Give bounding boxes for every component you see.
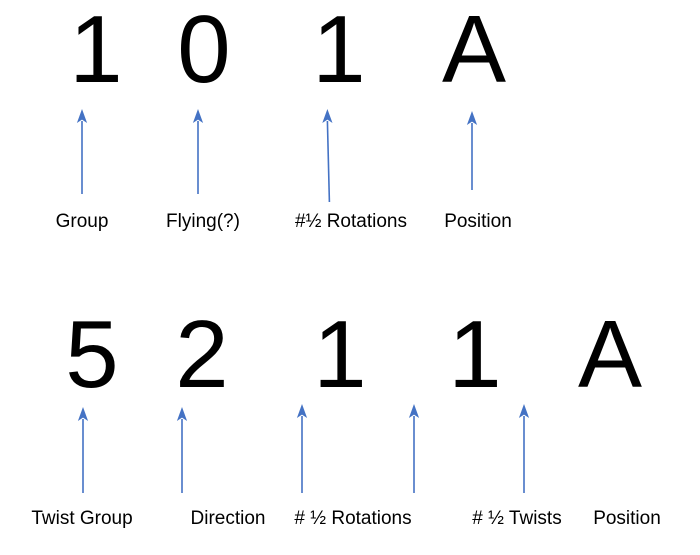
code-char: 1 [313, 301, 367, 408]
code-char: 1 [69, 0, 123, 103]
arrow-up-icon [405, 403, 423, 495]
arrow-up-icon [319, 108, 337, 204]
code-char: 2 [175, 301, 229, 408]
long-code-diagram: 5 2 1 1 A Twist Group Dir [0, 280, 700, 555]
annotation-label: Twist Group [31, 508, 133, 529]
arrow-up-icon [173, 406, 191, 495]
annotation-label: Flying(?) [166, 211, 240, 232]
annotation-label: # ½ Rotations [294, 508, 412, 529]
code-char: 0 [177, 0, 231, 103]
code-char: 1 [312, 0, 366, 103]
annotation-label: Position [444, 211, 512, 232]
arrow-up-icon [293, 403, 311, 495]
short-code-character-row: 1 0 1 A [0, 0, 700, 110]
short-code-diagram: 1 0 1 A Group Flying(?) #½ Rotations Pos… [0, 0, 700, 232]
annotation-label: Group [55, 211, 109, 232]
arrow-up-icon [189, 108, 207, 196]
code-char: 5 [65, 301, 119, 408]
annotation-label: # ½ Twists [472, 508, 562, 529]
annotation-label: Position [593, 508, 661, 529]
arrow-up-icon [73, 108, 91, 196]
long-code-character-row: 5 2 1 1 A [0, 305, 700, 415]
code-char: 1 [448, 301, 502, 408]
arrow-up-icon [74, 406, 92, 495]
code-char: A [441, 0, 507, 103]
annotation-label: Direction [190, 508, 266, 529]
arrow-up-icon [515, 403, 533, 495]
code-char: A [577, 301, 643, 408]
annotation-label: #½ Rotations [295, 211, 407, 232]
arrow-up-icon [463, 110, 481, 192]
